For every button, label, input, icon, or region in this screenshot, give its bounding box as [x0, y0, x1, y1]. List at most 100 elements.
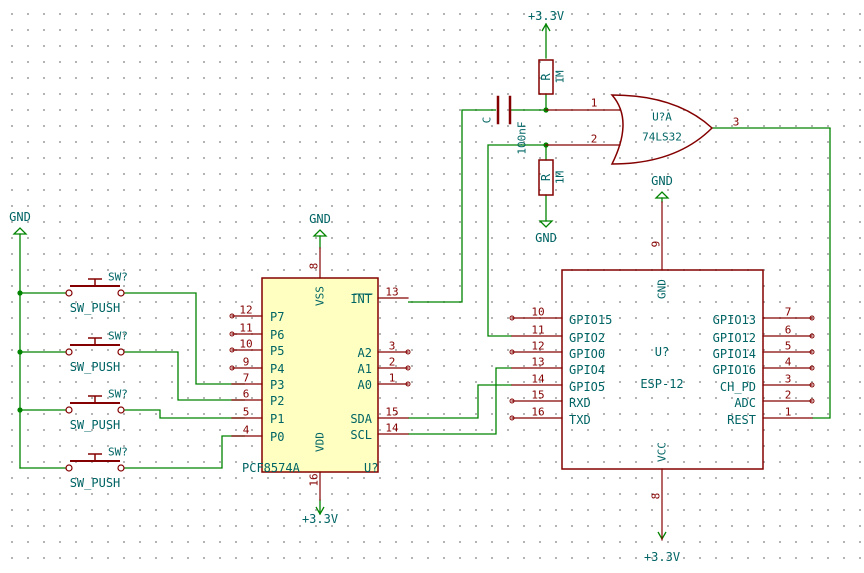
- esp-pin-name: GPIO2: [569, 331, 605, 345]
- no-connect-pin-end: [229, 347, 235, 353]
- gate-pin-number: 2: [591, 133, 598, 146]
- int-to-capacitor-wire: [408, 109, 496, 303]
- no-connect-pin-end: [809, 365, 815, 371]
- vcc-label-resistor: +3.3V: [528, 9, 564, 23]
- switch-ref-label: SW?: [108, 271, 128, 284]
- esp-pin-number: 5: [785, 340, 792, 353]
- sda-to-gpio5-wire: [408, 384, 512, 419]
- expander-pin-number: 3: [389, 340, 396, 353]
- scl-to-gpio4-wire: [408, 367, 512, 435]
- esp-pin-number: 3: [785, 373, 792, 386]
- no-connect-pin-end: [509, 415, 515, 421]
- expander-pin-name: A2: [358, 346, 372, 360]
- pcf8574a-body: [261, 277, 379, 473]
- esp-pin-number: 1: [785, 406, 792, 419]
- esp-pin-name: GPIO16: [713, 363, 756, 377]
- esp-pin-number: 2: [785, 389, 792, 402]
- no-connect-pin-end: [229, 365, 235, 371]
- gate-to-reset-wire: [812, 128, 831, 419]
- gate-pin-number: 3: [733, 116, 740, 129]
- no-connect-pin-end: [405, 381, 411, 387]
- gnd-triangle-resistor: [538, 220, 554, 228]
- switch-contact-right: [117, 464, 125, 472]
- esp-pin-name: CH_PD: [720, 380, 756, 394]
- no-connect-pin-end: [509, 315, 515, 321]
- esp-pin-name: GPIO5: [569, 380, 605, 394]
- expander-pin-name: P0: [270, 430, 284, 444]
- switch-to-expander-wire: [124, 409, 245, 419]
- expander-pin-name: VDD: [314, 432, 327, 452]
- esp-pin-name: GPIO15: [569, 313, 612, 327]
- expander-pin-name: A0: [358, 378, 372, 392]
- expander-pin-name: P2: [270, 394, 284, 408]
- expander-pin-name: P3: [270, 378, 284, 392]
- switch-contact-left: [65, 289, 73, 297]
- expander-pin-name: VSS: [314, 286, 327, 306]
- switch-to-expander-wire: [124, 435, 245, 469]
- esp-pin-number: 13: [531, 356, 544, 369]
- expander-pin-name: P4: [270, 362, 284, 376]
- labels-layer: GNDSW?SW_PUSHSW?SW_PUSHSW?SW_PUSHSW?SW_P…: [9, 9, 792, 564]
- expander-pin-name: SCL: [350, 428, 372, 442]
- or-gate-body: [610, 94, 714, 165]
- gnd-triangle-switch-bus: [12, 227, 28, 235]
- esp-pin-number: 8: [650, 493, 663, 500]
- gate-part-label: 74LS32: [642, 131, 682, 144]
- switch-contact-right: [117, 406, 125, 414]
- expander-pin-number: 11: [239, 322, 252, 335]
- expander-pin-number: 6: [243, 388, 250, 401]
- esp-pin-name: GPIO14: [713, 347, 756, 361]
- gate-ref-label: U?A: [652, 111, 672, 124]
- vcc-label-expander: +3.3V: [302, 512, 338, 526]
- esp-pin-name: VCC: [656, 442, 669, 462]
- esp-pin-name: RXD: [569, 396, 591, 410]
- esp-pin-number: 14: [531, 373, 545, 386]
- expander-pin-name: P1: [270, 412, 284, 426]
- wires-layer: [12, 22, 831, 541]
- resistor-value-label: 1M: [554, 171, 567, 185]
- switch-ref-label: SW?: [108, 446, 128, 459]
- expander-pin-name: P6: [270, 328, 284, 342]
- switch-value-label: SW_PUSH: [70, 301, 121, 315]
- expander-part-label: PCF8574A: [242, 461, 301, 475]
- esp-pin-name: GPIO13: [713, 313, 756, 327]
- resistor-ref-label: R: [539, 173, 553, 181]
- esp-pin-name: REST: [727, 413, 756, 427]
- esp-pin-name: GPIO4: [569, 363, 605, 377]
- no-connect-pin-end: [229, 331, 235, 337]
- no-connect-pin-end: [509, 398, 515, 404]
- esp-pin-number: 9: [650, 241, 663, 248]
- no-connect-pin-end: [809, 382, 815, 388]
- switch-ref-label: SW?: [108, 388, 128, 401]
- vcc-arrow-expander: [315, 506, 325, 516]
- expander-pin-number: 2: [389, 356, 396, 369]
- gnd-triangle-expander: [312, 229, 328, 237]
- expander-pin-name: SDA: [350, 412, 372, 426]
- capacitor-value-label: 100nF: [516, 121, 529, 154]
- no-connect-pin-end: [809, 333, 815, 339]
- no-connect-pin-end: [405, 365, 411, 371]
- expander-pin-number: 10: [239, 338, 252, 351]
- switch-contact-right: [117, 348, 125, 356]
- expander-pin-name: A1: [358, 362, 372, 376]
- switch-contact-left: [65, 464, 73, 472]
- esp-pin-name: GND: [656, 279, 669, 299]
- expander-pin-number: 16: [308, 473, 321, 486]
- no-connect-pin-end: [229, 313, 235, 319]
- resistor-ref-label: R: [539, 73, 553, 81]
- no-connect-pin-end: [809, 349, 815, 355]
- gnd-label-resistor: GND: [535, 231, 557, 245]
- switch-contact-left: [65, 348, 73, 356]
- expander-pin-name: INT: [350, 292, 372, 306]
- gate-pin-number: 1: [591, 97, 598, 110]
- parts-layer: [65, 59, 815, 541]
- expander-pin-number: 13: [385, 286, 398, 299]
- gnd-label-expander: GND: [309, 212, 331, 226]
- expander-pin-number: 12: [239, 304, 252, 317]
- esp-pin-name: GPIO12: [713, 331, 756, 345]
- esp-pin-number: 10: [531, 306, 544, 319]
- switch-ref-label: SW?: [108, 330, 128, 343]
- switch-contact-right: [117, 289, 125, 297]
